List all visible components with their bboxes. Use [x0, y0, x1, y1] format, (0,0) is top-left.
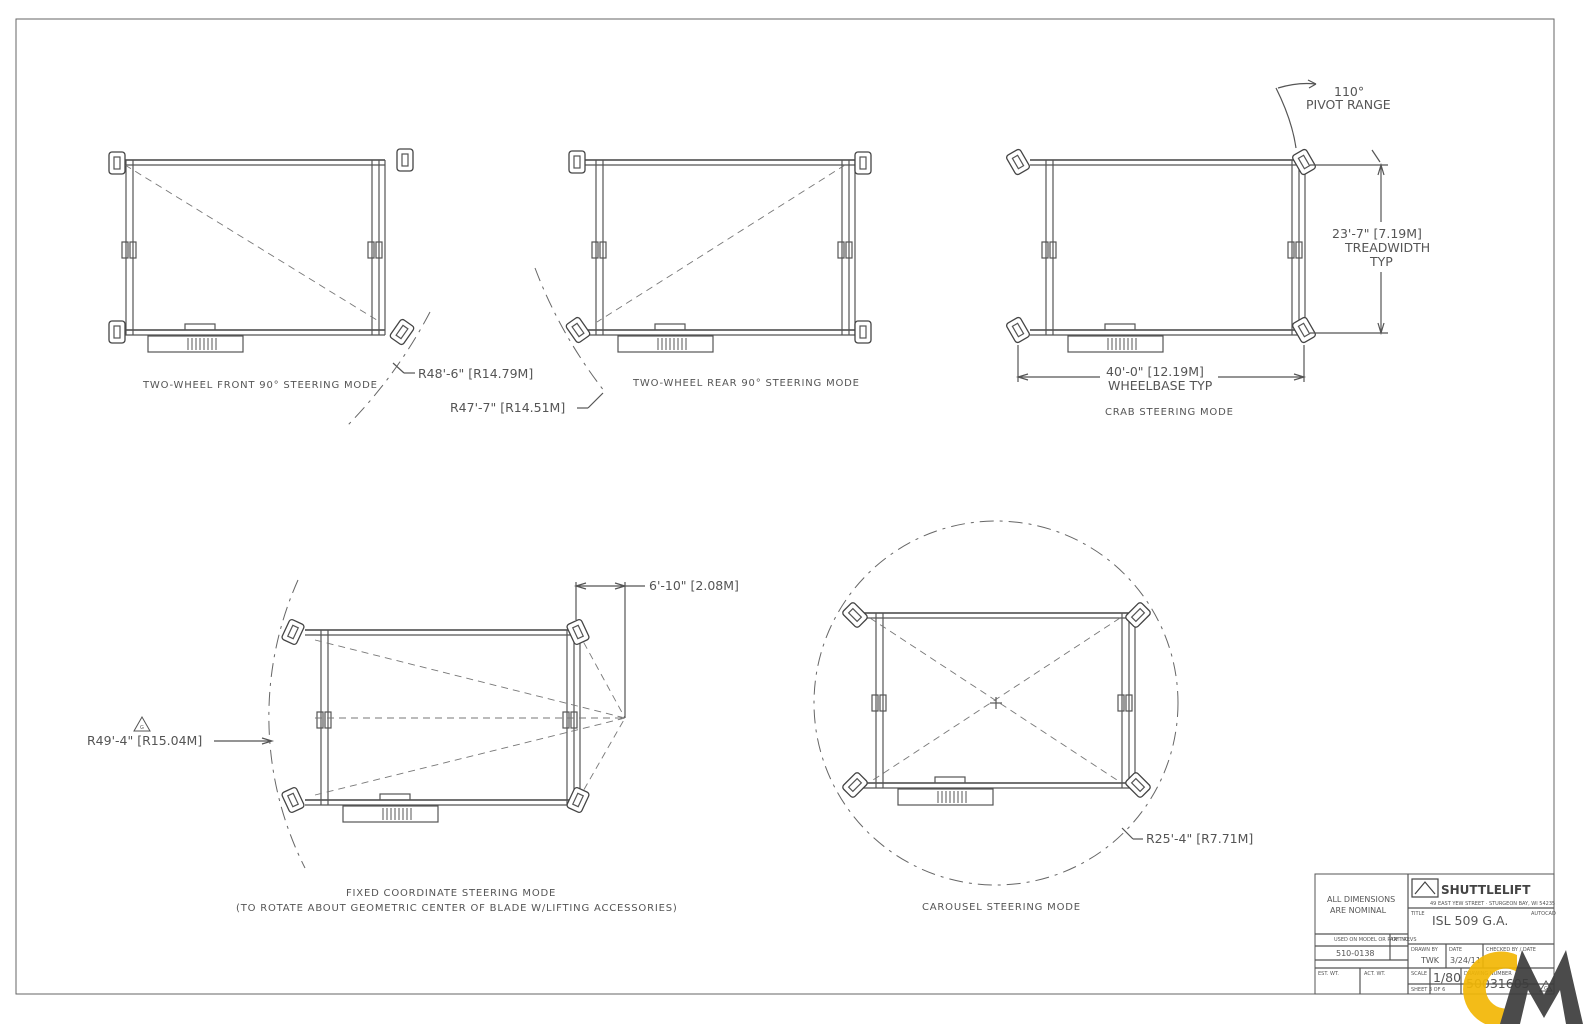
crab-steering-view — [1004, 79, 1388, 382]
tb-part-no: 510-0138 — [1336, 949, 1375, 958]
treadwidth-value: 23'-7" [7.19M] — [1332, 226, 1422, 241]
fixed-coordinate-view — [133, 579, 645, 869]
tb-title-label: TITLE — [1410, 911, 1425, 917]
watermark-logo — [1463, 950, 1583, 1024]
front-steering-view — [108, 148, 431, 426]
front-caption: TWO-WHEEL FRONT 90° STEERING MODE — [142, 380, 378, 391]
tb-date-label: DATE — [1449, 947, 1462, 953]
tb-revision: G — [1544, 986, 1548, 992]
wheelbase-label: WHEELBASE TYP — [1108, 378, 1213, 393]
tb-title-value: ISL 509 G.A. — [1432, 913, 1508, 928]
fixed-revision-mark: G — [140, 725, 144, 731]
carousel-radius-label: R25'-4" [R7.71M] — [1146, 831, 1253, 846]
rear-caption: TWO-WHEEL REAR 90° STEERING MODE — [632, 378, 860, 389]
title-block — [1314, 873, 1555, 995]
tb-sheet: SHEET 3 OF 6 — [1411, 987, 1445, 993]
tb-scale-label: SCALE — [1411, 971, 1427, 977]
tb-note-line2: ARE NOMINAL — [1330, 906, 1387, 915]
tb-date: 3/24/11 — [1450, 956, 1481, 965]
tb-est-wt-label: EST. WT. — [1318, 971, 1339, 977]
tb-scale: 1/80 — [1433, 970, 1461, 985]
carousel-view — [813, 520, 1179, 886]
wheelbase-value: 40'-0" [12.19M] — [1106, 364, 1204, 379]
carousel-caption: CAROUSEL STEERING MODE — [922, 902, 1081, 913]
treadwidth-typ: TYP — [1369, 254, 1393, 269]
fixed-offset-label: 6'-10" [2.08M] — [649, 578, 739, 593]
fixed-radius-label: R49'-4" [R15.04M] — [87, 733, 202, 748]
pivot-range-label: PIVOT RANGE — [1306, 97, 1391, 112]
pivot-angle: 110° — [1334, 84, 1364, 99]
rear-steering-view — [534, 150, 872, 393]
tb-drawn-by: TWK — [1420, 956, 1440, 965]
fixed-caption-line2: (TO ROTATE ABOUT GEOMETRIC CENTER OF BLA… — [236, 903, 678, 914]
treadwidth-label: TREADWIDTH — [1344, 240, 1430, 255]
tb-rev-label: DFT REVS — [1392, 937, 1417, 943]
tb-logo-text: SHUTTLELIFT — [1441, 883, 1531, 897]
tb-used-on-label: USED ON MODEL OR PART NO. — [1334, 937, 1411, 943]
tb-act-wt-label: ACT. WT. — [1364, 971, 1386, 977]
tb-address: 49 EAST YEW STREET · STURGEON BAY, WI 54… — [1430, 901, 1555, 907]
tb-autocad: AUTOCAD — [1531, 911, 1556, 917]
tb-note-line1: ALL DIMENSIONS — [1327, 895, 1395, 904]
tb-checked-label: CHECKED BY / DATE — [1486, 947, 1536, 953]
rear-radius-label: R47'-7" [R14.51M] — [450, 400, 565, 415]
crab-caption: CRAB STEERING MODE — [1105, 407, 1234, 418]
front-radius-label: R48'-6" [R14.79M] — [418, 366, 533, 381]
fixed-caption-line1: FIXED COORDINATE STEERING MODE — [346, 888, 556, 899]
tb-drawn-by-label: DRAWN BY — [1411, 947, 1439, 953]
